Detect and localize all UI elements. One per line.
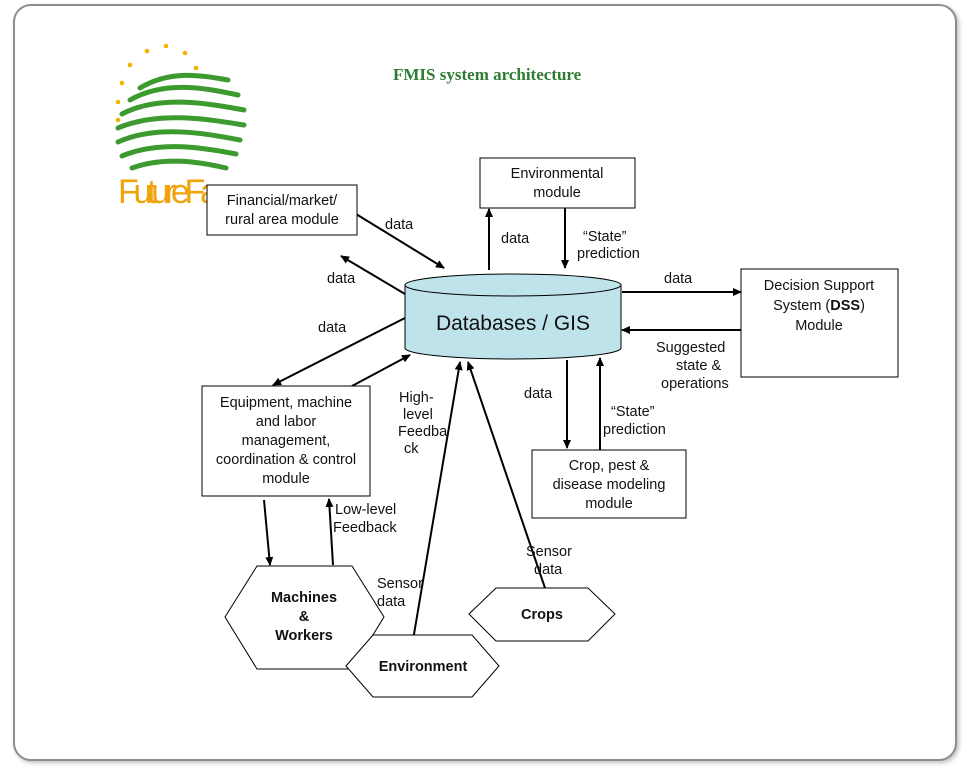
label-suggested-1: Suggested <box>656 340 725 356</box>
label-high-level-3: Feedba <box>398 424 448 440</box>
dss-line-3: Module <box>795 318 843 334</box>
label-suggested-2: state & <box>676 358 721 374</box>
label-data-env-out: data <box>501 231 530 247</box>
financial-line-2: rural area module <box>225 212 339 228</box>
machines-line-1: Machines <box>271 590 337 606</box>
environmental-module: Environmental module <box>479 157 636 209</box>
machines-line-3: Workers <box>275 628 333 644</box>
label-suggested-3: operations <box>661 376 729 392</box>
label-sensor-crops-1: Sensor <box>526 544 572 560</box>
database-gis-node: Databases / GIS <box>404 273 622 360</box>
machines-line-2: & <box>299 609 310 625</box>
label-state-env-1: “State” <box>583 229 627 245</box>
environmental-line-1: Environmental <box>511 166 604 182</box>
diagram-title: FMIS system architecture <box>393 65 582 84</box>
financial-line-1: Financial/market/ <box>227 193 338 209</box>
crops-label: Crops <box>521 607 563 623</box>
financial-module: Financial/market/ rural area module <box>206 184 358 236</box>
label-sensor-crops-2: data <box>534 562 563 578</box>
crop-line-2: disease modeling <box>553 477 666 493</box>
label-data-financial-in: data <box>385 217 414 233</box>
equipment-module: Equipment, machine and labor management,… <box>201 385 371 497</box>
environment-label: Environment <box>379 659 468 675</box>
environment-hexagon: Environment <box>345 634 500 698</box>
label-low-level-1: Low-level <box>335 502 396 518</box>
arrow-environment-to-db <box>411 361 463 647</box>
label-state-crop-1: “State” <box>611 404 655 420</box>
equipment-line-2: and labor <box>256 414 317 430</box>
edge-labels: data data data “State” prediction data S… <box>318 217 729 610</box>
equipment-line-1: Equipment, machine <box>220 395 352 411</box>
futurefarm-logo: FutureFarm <box>115 43 248 211</box>
dss-line-1: Decision Support <box>764 278 874 294</box>
arrow-equipment-to-db <box>351 354 411 387</box>
label-high-level-1: High- <box>399 390 434 406</box>
crop-line-3: module <box>585 496 633 512</box>
environmental-line-2: module <box>533 185 581 201</box>
label-high-level-2: level <box>403 407 433 423</box>
label-data-financial-out: data <box>327 271 356 287</box>
arrow-db-to-equipment <box>272 317 406 386</box>
feedback-line <box>450 380 460 512</box>
label-high-level-4: ck <box>404 441 419 457</box>
arrow-equipment-to-machines <box>263 499 274 566</box>
arrow-machines-to-equipment <box>325 498 334 566</box>
label-low-level-2: Feedback <box>333 520 397 536</box>
label-data-equipment: data <box>318 320 347 336</box>
dss-line-2: System (DSS) <box>773 298 865 314</box>
arrows <box>263 208 742 647</box>
logo-stars <box>115 43 199 123</box>
label-sensor-env-2: data <box>377 594 406 610</box>
crops-hexagon: Crops <box>468 587 616 642</box>
label-data-dss: data <box>664 271 693 287</box>
arrow-crops-to-db <box>466 361 546 589</box>
arrow-db-to-financial <box>340 255 406 295</box>
crop-module: Crop, pest & disease modeling module <box>531 449 687 519</box>
equipment-line-4: coordination & control <box>216 452 356 468</box>
dss-module: Decision Support System (DSS) Module <box>740 268 899 378</box>
crop-line-1: Crop, pest & <box>569 458 650 474</box>
label-state-env-2: prediction <box>577 246 640 262</box>
label-state-crop-2: prediction <box>603 422 666 438</box>
logo-waves <box>115 72 247 171</box>
equipment-line-5: module <box>262 471 310 487</box>
label-sensor-env-1: Sensor <box>377 576 423 592</box>
machines-workers-hexagon: Machines & Workers <box>224 565 385 670</box>
label-data-crop: data <box>524 386 553 402</box>
arrow-financial-to-db <box>355 213 445 269</box>
database-label: Databases / GIS <box>436 312 590 335</box>
equipment-line-3: management, <box>242 433 331 449</box>
